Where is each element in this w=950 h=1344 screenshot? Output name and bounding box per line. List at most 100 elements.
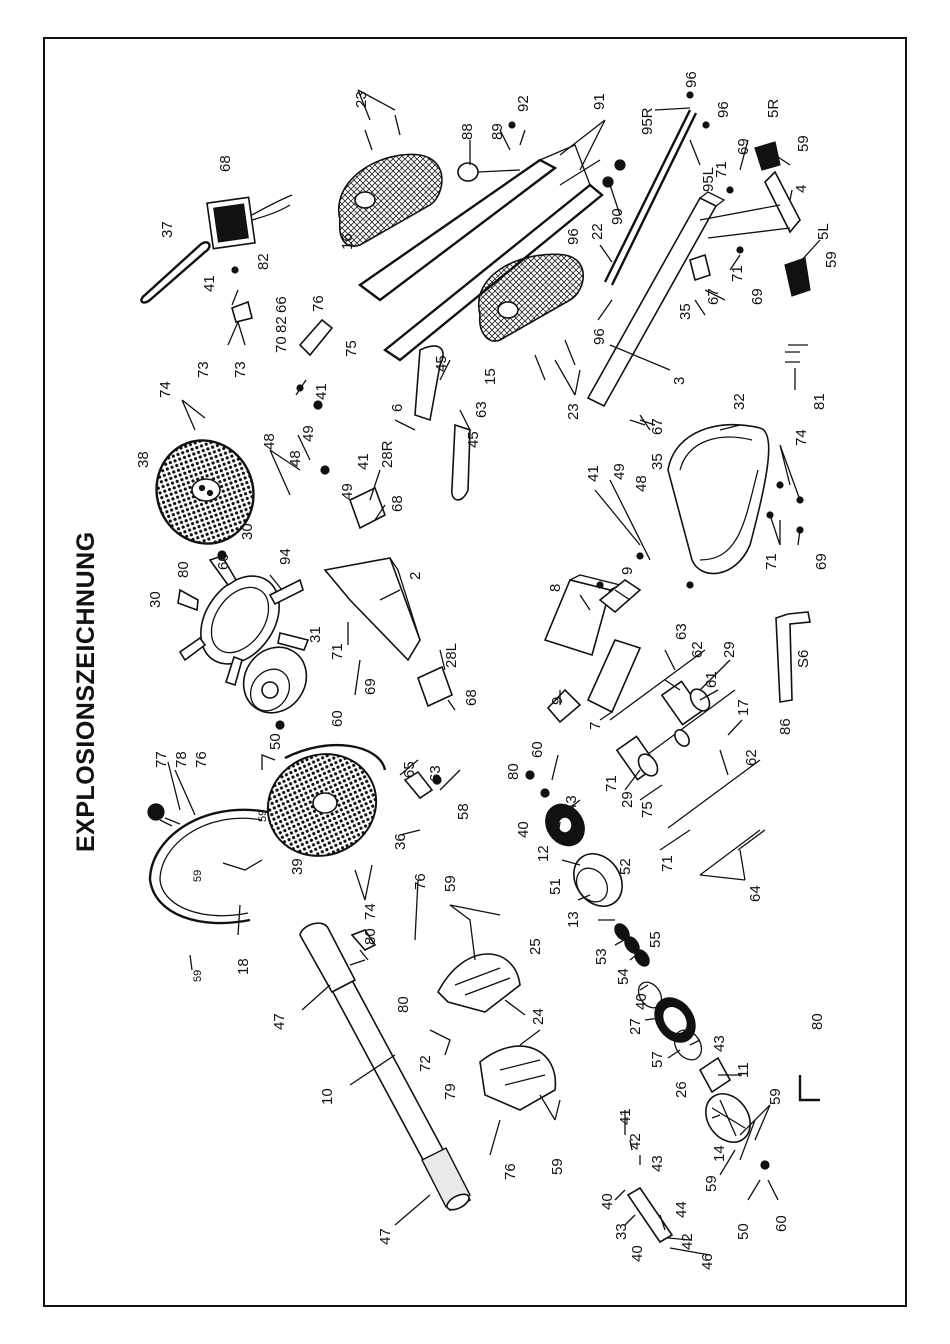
callout-30: 30 — [239, 523, 256, 540]
callout-96: 96 — [683, 71, 700, 88]
callout-49: 49 — [300, 425, 317, 442]
callout-60: 60 — [329, 710, 346, 727]
callout-10: 10 — [319, 1088, 336, 1105]
callout-71: 71 — [329, 643, 346, 660]
callout-9: 9 — [549, 697, 566, 705]
callout-38: 38 — [135, 451, 152, 468]
pedal-plate-28L — [416, 665, 454, 708]
callout-41: 41 — [617, 1108, 634, 1125]
callout-16: 16 — [339, 233, 356, 250]
end-cap-5L — [784, 257, 811, 297]
callout-52: 52 — [617, 858, 634, 875]
cover-disk-39 — [266, 743, 387, 857]
callout-71: 71 — [603, 775, 620, 792]
callout-59: 59 — [442, 875, 459, 892]
callout-39: 39 — [289, 858, 306, 875]
callout-74: 74 — [362, 903, 379, 920]
callout-S6: S6 — [795, 650, 812, 668]
leader-lines — [167, 89, 821, 1256]
callout-73: 73 — [232, 361, 249, 378]
callout-77: 77 — [153, 751, 170, 768]
callout-45: 45 — [433, 355, 450, 372]
callout-60: 60 — [773, 1215, 790, 1232]
callout-95L: 95L — [700, 167, 717, 192]
callout-7: 7 — [587, 722, 604, 730]
callout-48: 48 — [633, 475, 650, 492]
callout-59: 59 — [192, 870, 204, 882]
small-parts — [217, 91, 804, 1170]
frame-2 — [323, 557, 421, 662]
callout-48: 48 — [287, 450, 304, 467]
callout-43: 43 — [649, 1155, 666, 1172]
callout-4: 4 — [793, 185, 810, 193]
arm-45-upper — [414, 345, 444, 422]
callout-80: 80 — [362, 928, 379, 945]
callout-5L: 5L — [815, 223, 832, 240]
callout-92: 92 — [515, 95, 532, 112]
callout-91: 91 — [591, 93, 608, 110]
callout-17: 17 — [735, 699, 752, 716]
callout-80: 80 — [175, 561, 192, 578]
callout-55: 55 — [647, 931, 664, 948]
callout-59: 59 — [703, 1175, 720, 1192]
callout-74: 74 — [793, 429, 810, 446]
fan-disk-38 — [155, 439, 255, 545]
callout-35: 35 — [649, 453, 666, 470]
page-title: EXPLOSIONSZEICHNUNG — [72, 531, 100, 852]
plate-14 — [705, 1093, 751, 1143]
spindle-11 — [698, 1056, 732, 1094]
shroud-24 — [479, 1045, 557, 1111]
callout-90: 90 — [609, 208, 626, 225]
callout-29: 29 — [721, 641, 738, 658]
handlebar-10 — [299, 922, 472, 1212]
callout-57: 57 — [649, 1051, 666, 1068]
callout-23: 23 — [353, 91, 370, 108]
seat-32 — [667, 423, 770, 575]
rail-95 — [603, 109, 698, 286]
fan-blades-94 — [177, 555, 310, 687]
callout-31: 31 — [307, 626, 324, 643]
callout-69: 69 — [362, 678, 379, 695]
sensor-75 — [298, 318, 334, 357]
callout-29: 29 — [619, 791, 636, 808]
callout-59: 59 — [795, 135, 812, 152]
callout-2: 2 — [407, 572, 424, 580]
magnet-57 — [654, 997, 696, 1043]
callout-68: 68 — [389, 495, 406, 512]
callout-76: 76 — [412, 873, 429, 890]
callout-18: 18 — [235, 958, 252, 975]
callout-43: 43 — [563, 795, 580, 812]
callout-78: 78 — [173, 751, 190, 768]
callout-79: 79 — [442, 1083, 459, 1100]
callout-80: 80 — [505, 763, 522, 780]
callout-50: 50 — [735, 1223, 752, 1240]
callout-76: 76 — [310, 295, 327, 312]
callout-40: 40 — [599, 1193, 616, 1210]
bracket-66 — [231, 300, 253, 323]
callout-74: 74 — [157, 381, 174, 398]
callout-59: 59 — [767, 1088, 784, 1105]
callout-28L: 28L — [443, 643, 460, 668]
callout-35: 35 — [677, 303, 694, 320]
callout-95R: 95R — [639, 107, 656, 135]
callout-86: 86 — [777, 718, 794, 735]
callout-3: 3 — [671, 377, 688, 385]
bearing-stack — [614, 923, 650, 967]
callout-66: 66 — [273, 296, 290, 313]
callout-48: 48 — [261, 433, 278, 450]
allen-key-86 — [775, 611, 811, 703]
callout-75: 75 — [639, 801, 656, 818]
callout-23: 23 — [565, 403, 582, 420]
rods-64 — [667, 759, 766, 876]
callout-71: 71 — [763, 553, 780, 570]
callout-68: 68 — [217, 155, 234, 172]
pulley-31 — [242, 646, 308, 714]
callout-33: 33 — [613, 1223, 630, 1240]
pedal-15 — [477, 253, 584, 342]
callout-22: 22 — [589, 223, 606, 240]
callout-41: 41 — [313, 383, 330, 400]
callout-73: 73 — [195, 361, 212, 378]
callout-47: 47 — [377, 1228, 394, 1245]
belt-37 — [140, 241, 211, 304]
callout-27: 27 — [627, 1018, 644, 1035]
